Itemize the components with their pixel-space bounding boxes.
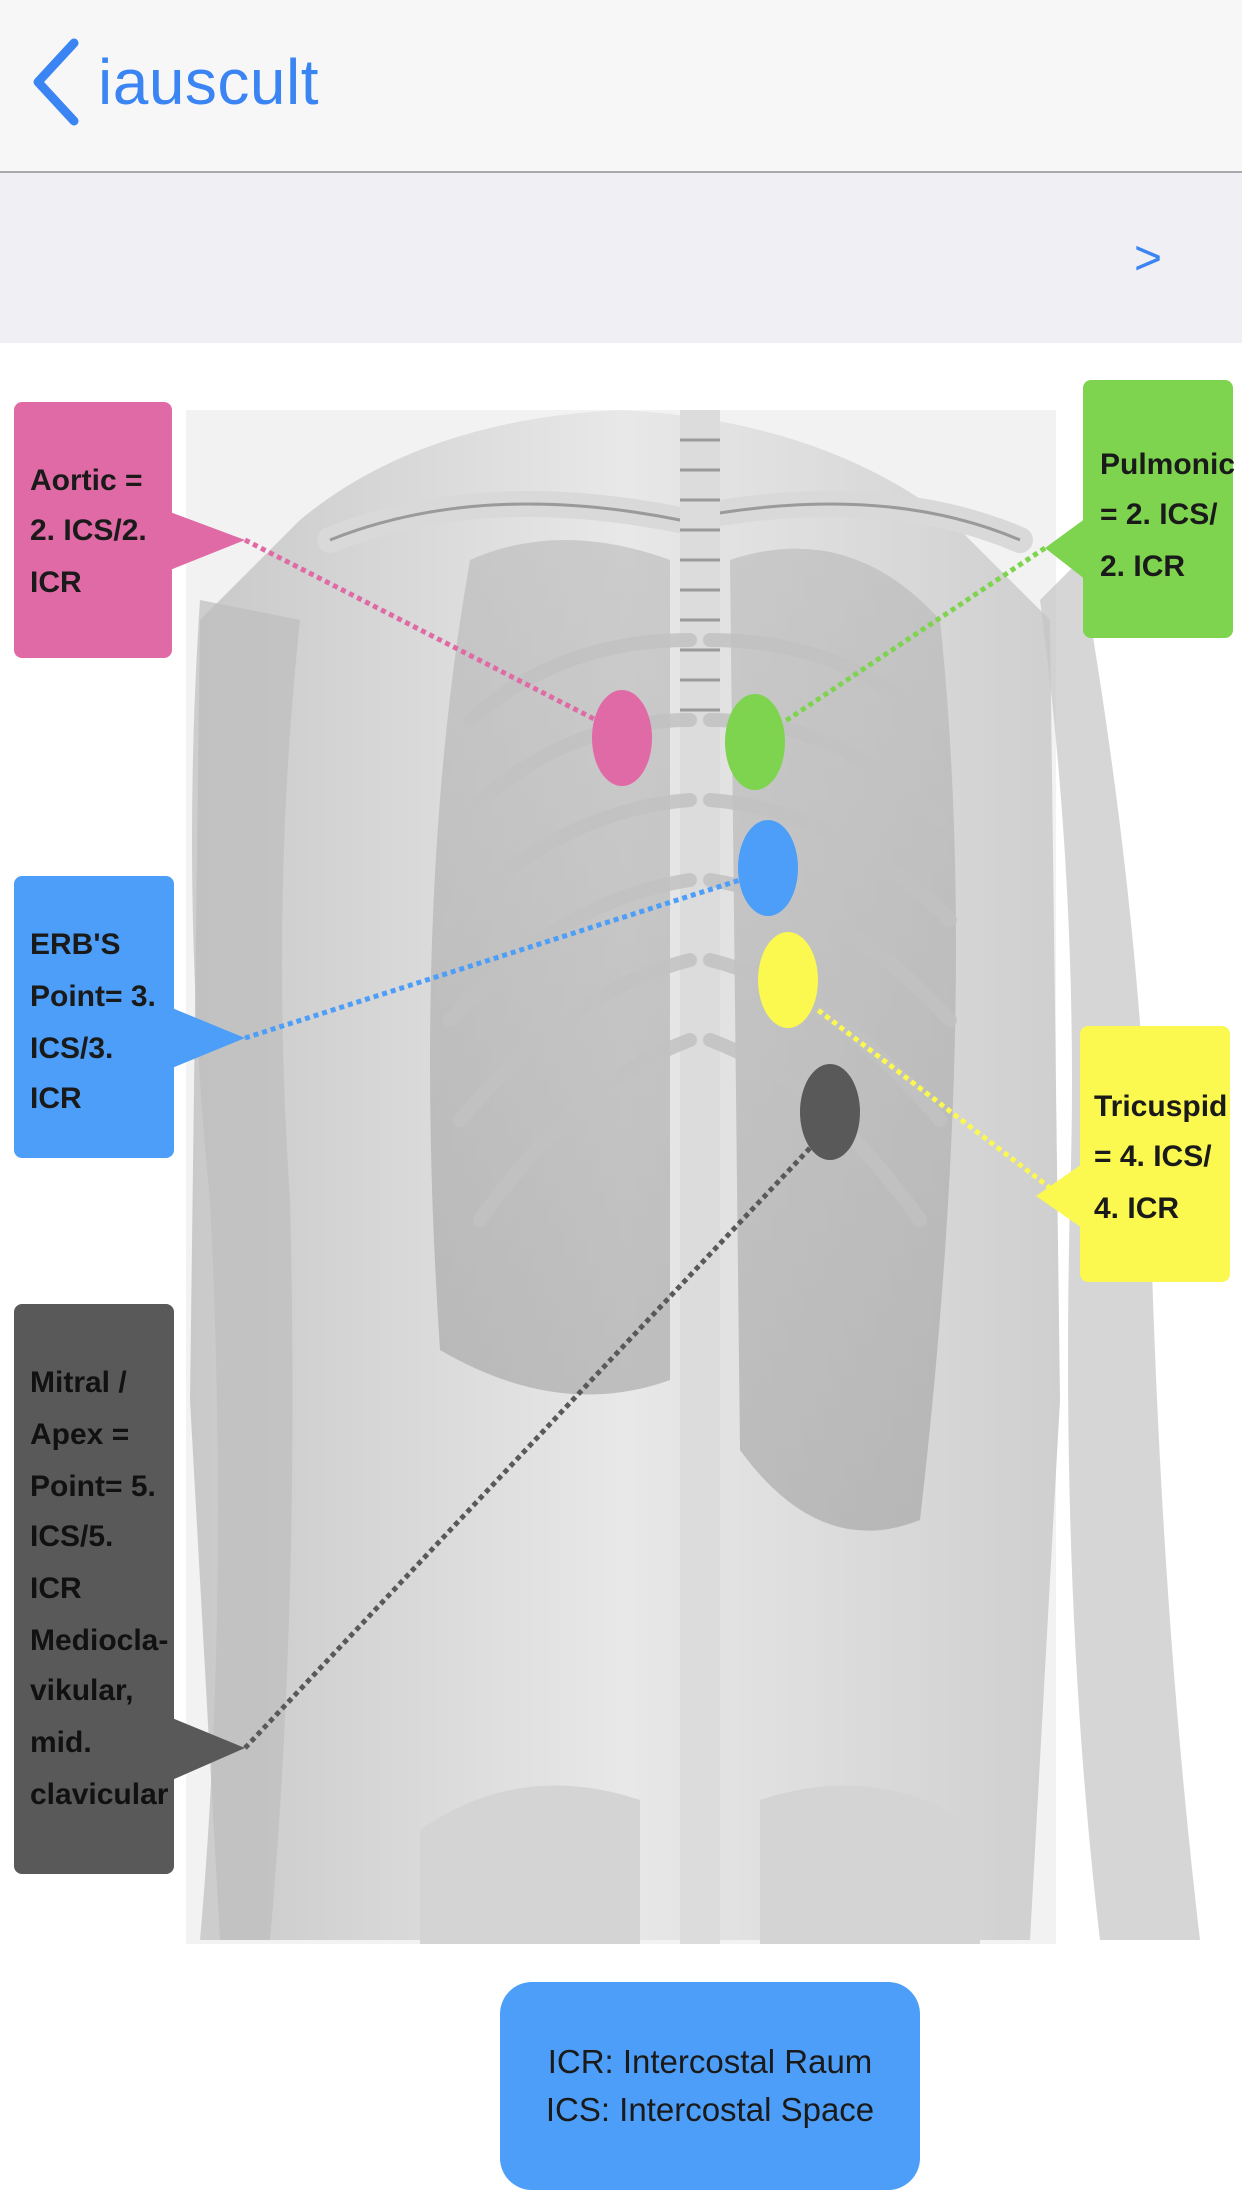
auscultation-figure: Aortic = 2. ICS/2. ICR Pulmonic = 2. ICS… (14, 380, 1242, 1944)
pulmonic-point[interactable] (725, 694, 785, 790)
tricuspid-label-line-3: 4. ICR (1094, 1192, 1179, 1225)
navigation-bar: iauscult (0, 0, 1242, 173)
sub-toolbar (0, 173, 1242, 343)
erbs-point[interactable] (738, 820, 798, 916)
tricuspid-label-line-1: Tricuspid (1094, 1090, 1227, 1123)
erbs-label-line-3: ICS/3. (30, 1032, 113, 1065)
erbs-connector (244, 877, 741, 1041)
mitral-connector (243, 1146, 812, 1750)
aortic-point[interactable] (592, 690, 652, 786)
erbs-label-line-2: Point= 3. (30, 980, 156, 1013)
mitral-label-line-6: Medioclа- (30, 1624, 168, 1657)
tricuspid-label: Tricuspid = 4. ICS/ 4. ICR (1036, 1026, 1236, 1282)
mitral-label-line-1: Mitral / (30, 1366, 127, 1399)
erbs-label-line-1: ERB'S (30, 928, 120, 961)
legend-ics: ICS: Intercostal Space (545, 2091, 875, 2128)
aortic-label: Aortic = 2. ICS/2. ICR (14, 402, 245, 658)
pulmonic-label-line-2: = 2. ICS/ (1100, 498, 1218, 531)
aortic-connector (243, 537, 602, 725)
svg-text:Aortic = 2. ICS/2.: Aortic = 2. ICS/2. ICR (30, 464, 155, 599)
pulmonic-label: Pulmonic = 2. ICS/ 2. ICR (1045, 380, 1242, 638)
svg-text:Mitral / Apex = Po: Mitral / Apex = Point= 5. ICS/5. ICR Med… (30, 1366, 177, 1811)
mitral-label-line-3: Point= 5. (30, 1470, 156, 1503)
legend-icr: ICR: Intercostal Raum (547, 2043, 873, 2080)
mitral-label-line-5: ICR (30, 1572, 82, 1605)
mitral-point[interactable] (800, 1064, 860, 1160)
aortic-label-line-1: Aortic = (30, 464, 143, 497)
mitral-label-line-7: vikular, (30, 1674, 133, 1707)
mitral-label-line-8: mid. (30, 1726, 92, 1759)
mitral-label: Mitral / Apex = Point= 5. ICS/5. ICR Med… (14, 1304, 245, 1874)
tricuspid-connector (816, 1008, 1060, 1196)
abbreviation-legend: ICR: Intercostal Raum ICS: Intercostal S… (500, 1982, 920, 2190)
svg-text:Pulmonic = 2. ICS/: Pulmonic = 2. ICS/ 2. ICR (1100, 448, 1242, 583)
pulmonic-connector (782, 545, 1047, 725)
aortic-label-line-3: ICR (30, 566, 82, 599)
pulmonic-label-line-1: Pulmonic (1100, 448, 1235, 481)
tricuspid-label-line-2: = 4. ICS/ (1094, 1140, 1212, 1173)
erbs-label-line-4: ICR (30, 1082, 82, 1115)
mitral-label-line-2: Apex = (30, 1418, 129, 1451)
anatomy-image (186, 410, 1200, 1944)
aortic-label-line-2: 2. ICS/2. (30, 514, 147, 547)
svg-text:Tricuspid = 4. ICS/: Tricuspid = 4. ICS/ 4. ICR (1094, 1090, 1236, 1225)
tricuspid-point[interactable] (758, 932, 818, 1028)
svg-text:ERB'S Point= 3. IC: ERB'S Point= 3. ICS/3. ICR (30, 928, 164, 1115)
next-button[interactable]: > (1133, 232, 1163, 285)
mitral-label-line-9: clavicular (30, 1778, 169, 1811)
erbs-label: ERB'S Point= 3. ICS/3. ICR (14, 876, 245, 1158)
mitral-label-line-4: ICS/5. (30, 1520, 113, 1553)
back-button-label: iauscult (98, 46, 319, 118)
pulmonic-label-line-3: 2. ICR (1100, 550, 1185, 583)
back-button[interactable]: iauscult (28, 34, 319, 130)
chevron-left-icon (33, 38, 79, 126)
